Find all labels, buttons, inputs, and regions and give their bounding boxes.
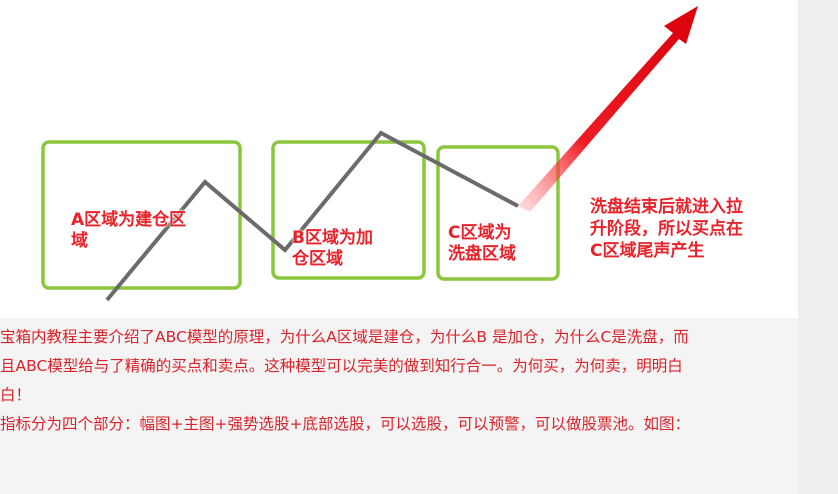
zone-a-label-line1: A区域为建仓区 xyxy=(71,210,187,230)
zone-b-label-line1: B区域为加 xyxy=(292,228,373,248)
breakout-note-line3: C区域尾声产生 xyxy=(590,241,705,261)
rally-arrow xyxy=(518,6,698,212)
article-paragraph-2: 指标分为四个部分：幅图+主图+强势选股+底部选股，可以选股，可以预警，可以做股票… xyxy=(0,415,690,433)
zone-b-box xyxy=(271,140,426,280)
breakout-note-line2: 升阶段，所以买点在 xyxy=(590,219,743,239)
zone-a-box xyxy=(41,140,242,290)
article-text: 宝箱内教程主要介绍了ABC模型的原理，为什么A区域是建仓，为什么B 是加仓，为什… xyxy=(0,323,798,439)
breakout-note: 洗盘结束后就进入拉 升阶段，所以买点在 C区域尾声产生 xyxy=(590,196,743,262)
breakout-note-line1: 洗盘结束后就进入拉 xyxy=(590,197,743,217)
zone-c-label-line2: 洗盘区域 xyxy=(448,244,516,264)
zone-a-label-line2: 域 xyxy=(71,231,88,251)
right-gutter xyxy=(798,0,838,494)
article-paragraph-1-line-1: 宝箱内教程主要介绍了ABC模型的原理，为什么A区域是建仓，为什么B 是加仓，为什… xyxy=(0,328,689,346)
article-paragraph-1-line-3: 白！ xyxy=(0,386,32,404)
price-line xyxy=(105,130,519,302)
zone-b-label: B区域为加 仓区域 xyxy=(292,228,373,270)
zone-c-label-line1: C区域为 xyxy=(448,223,512,243)
zone-b-label-line2: 仓区域 xyxy=(292,249,343,269)
article-paragraph-1-line-2: 且ABC模型给与了精确的买点和卖点。这种模型可以完美的做到知行合一。为何买，为何… xyxy=(0,357,683,375)
zone-c-box xyxy=(436,145,560,281)
zone-a-label: A区域为建仓区 域 xyxy=(71,210,186,252)
zone-c-label: C区域为 洗盘区域 xyxy=(448,223,516,265)
